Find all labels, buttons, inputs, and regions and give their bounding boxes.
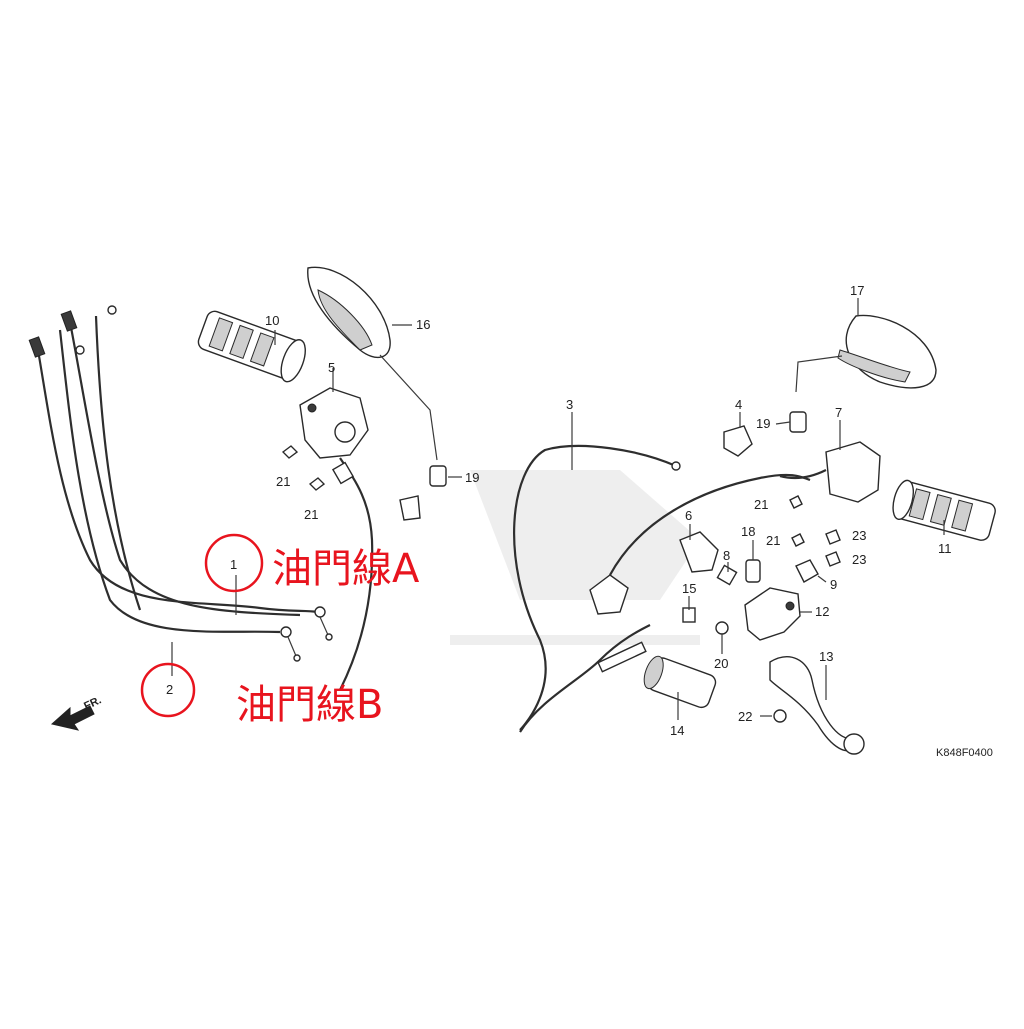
callout-23-a: 23 xyxy=(852,528,866,543)
part-4 xyxy=(723,425,753,457)
throttle-cable-2 xyxy=(58,305,301,662)
callout-9: 9 xyxy=(830,577,837,592)
drawing-code: K848F0400 xyxy=(936,747,993,759)
callout-10: 10 xyxy=(265,313,279,328)
callout-8: 8 xyxy=(723,548,730,563)
callout-16: 16 xyxy=(416,317,430,332)
leader-lines xyxy=(171,298,945,720)
callout-20: 20 xyxy=(714,656,728,671)
part-18 xyxy=(745,559,761,583)
callout-19-left: 19 xyxy=(465,470,479,485)
callout-2: 2 xyxy=(166,682,173,697)
callout-21-a: 21 xyxy=(276,474,290,489)
callout-15: 15 xyxy=(682,581,696,596)
part-9 xyxy=(795,559,819,583)
annotations: 油門線A 油門線B xyxy=(140,533,420,728)
connector xyxy=(589,473,811,615)
part-8 xyxy=(716,564,738,586)
callout-21-b: 21 xyxy=(304,507,318,522)
callout-19-right: 19 xyxy=(756,416,770,431)
callout-17: 17 xyxy=(850,283,864,298)
screws-part-21-left xyxy=(281,445,326,491)
left-grip-part-10 xyxy=(197,310,306,383)
callout-11: 11 xyxy=(938,541,952,556)
callout-23-b: 23 xyxy=(852,552,866,567)
front-arrow: FR. xyxy=(50,694,103,731)
callout-18: 18 xyxy=(741,524,755,539)
left-mirror-part-16 xyxy=(307,266,438,461)
collar-part-19-right xyxy=(789,411,807,433)
callout-3: 3 xyxy=(566,397,573,412)
cable-clamp xyxy=(399,495,421,521)
callout-7: 7 xyxy=(835,405,842,420)
nut-part-22 xyxy=(773,709,787,723)
right-switch-part-7 xyxy=(779,441,881,503)
lever-bracket-part-12 xyxy=(744,587,801,641)
washer-part-20 xyxy=(715,621,729,635)
part-15 xyxy=(682,607,696,623)
callout-13: 13 xyxy=(819,649,833,664)
right-mirror-part-17 xyxy=(795,314,937,393)
screws-part-21-right xyxy=(789,495,805,547)
right-grip-part-11 xyxy=(892,479,996,541)
collar-part-19-left xyxy=(429,465,447,487)
callout-14: 14 xyxy=(670,723,684,738)
callout-1: 1 xyxy=(230,557,237,572)
callout-12: 12 xyxy=(815,604,829,619)
callouts: 1 2 3 4 5 6 7 8 9 10 11 12 13 14 15 16 1… xyxy=(166,283,952,738)
front-label: FR. xyxy=(82,694,103,712)
callout-6: 6 xyxy=(685,508,692,523)
callout-21-d: 21 xyxy=(766,533,780,548)
annotation-cable-b: 油門線B xyxy=(236,682,383,728)
callout-21-c: 21 xyxy=(754,497,768,512)
callout-22: 22 xyxy=(738,709,752,724)
left-switch-part-5 xyxy=(299,387,374,691)
annotation-cable-a: 油門線A xyxy=(272,546,420,592)
highlight-circle-2 xyxy=(140,662,196,718)
lever-cover-part-14 xyxy=(643,655,717,709)
clutch-lever-part-13 xyxy=(769,656,865,755)
clutch-cable-part-3 xyxy=(513,444,681,733)
switch-part-6 xyxy=(679,531,719,573)
throttle-cable-1 xyxy=(28,310,333,641)
highlight-circle-1 xyxy=(204,533,264,593)
callout-5: 5 xyxy=(328,360,335,375)
screws-part-23 xyxy=(825,529,841,567)
watermark-logo xyxy=(450,470,700,645)
callout-4: 4 xyxy=(735,397,742,412)
